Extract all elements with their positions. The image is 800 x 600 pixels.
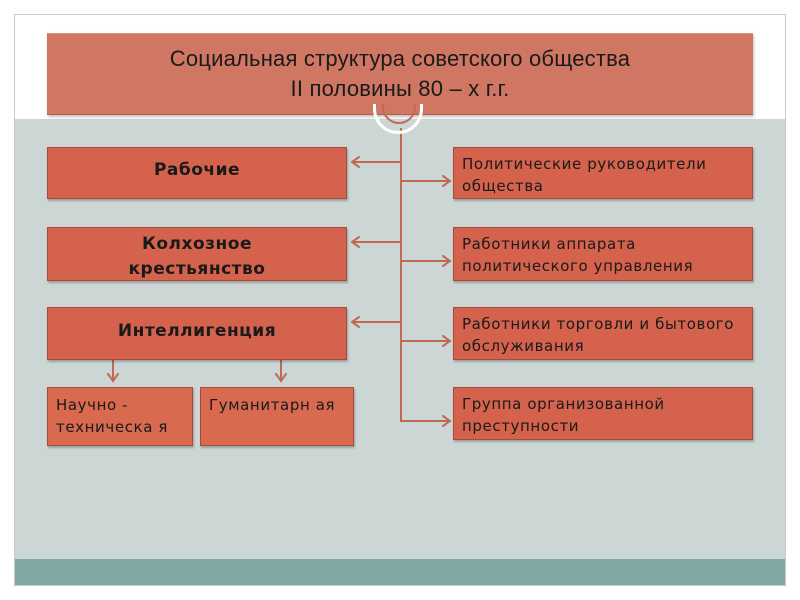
subtype-humanitarian-label: Гуманитарн ая	[209, 396, 336, 414]
group-peasantry-label: Колхозное крестьянство	[128, 234, 266, 279]
group-organized-crime: Группа организованной преступности	[453, 387, 753, 440]
group-trade-service-workers-label: Работники торговли и бытового обслуживан…	[462, 315, 734, 355]
title-line-1: Социальная структура советского общества	[169, 46, 631, 71]
group-workers-label: Рабочие	[153, 160, 241, 180]
footer-band	[15, 559, 785, 585]
subtype-humanitarian: Гуманитарн ая	[200, 387, 354, 446]
group-workers: Рабочие	[47, 147, 347, 199]
group-intelligentsia: Интеллигенция	[47, 307, 347, 360]
title-line-2: II половины 80 – х г.г.	[290, 76, 510, 101]
title-banner: Социальная структура советского общества…	[47, 33, 753, 115]
group-peasantry: Колхозное крестьянство	[47, 227, 347, 281]
subtype-scientific-technical-label: Научно - техническа я	[56, 396, 168, 436]
group-political-leaders-label: Политические руководители общества	[462, 155, 707, 195]
subtype-scientific-technical: Научно - техническа я	[47, 387, 193, 446]
group-apparatus-workers: Работники аппарата политического управле…	[453, 227, 753, 281]
group-intelligentsia-label: Интеллигенция	[117, 320, 277, 341]
group-apparatus-workers-label: Работники аппарата политического управле…	[462, 235, 694, 275]
group-organized-crime-label: Группа организованной преступности	[462, 395, 665, 435]
group-trade-service-workers: Работники торговли и бытового обслуживан…	[453, 307, 753, 360]
group-political-leaders: Политические руководители общества	[453, 147, 753, 199]
